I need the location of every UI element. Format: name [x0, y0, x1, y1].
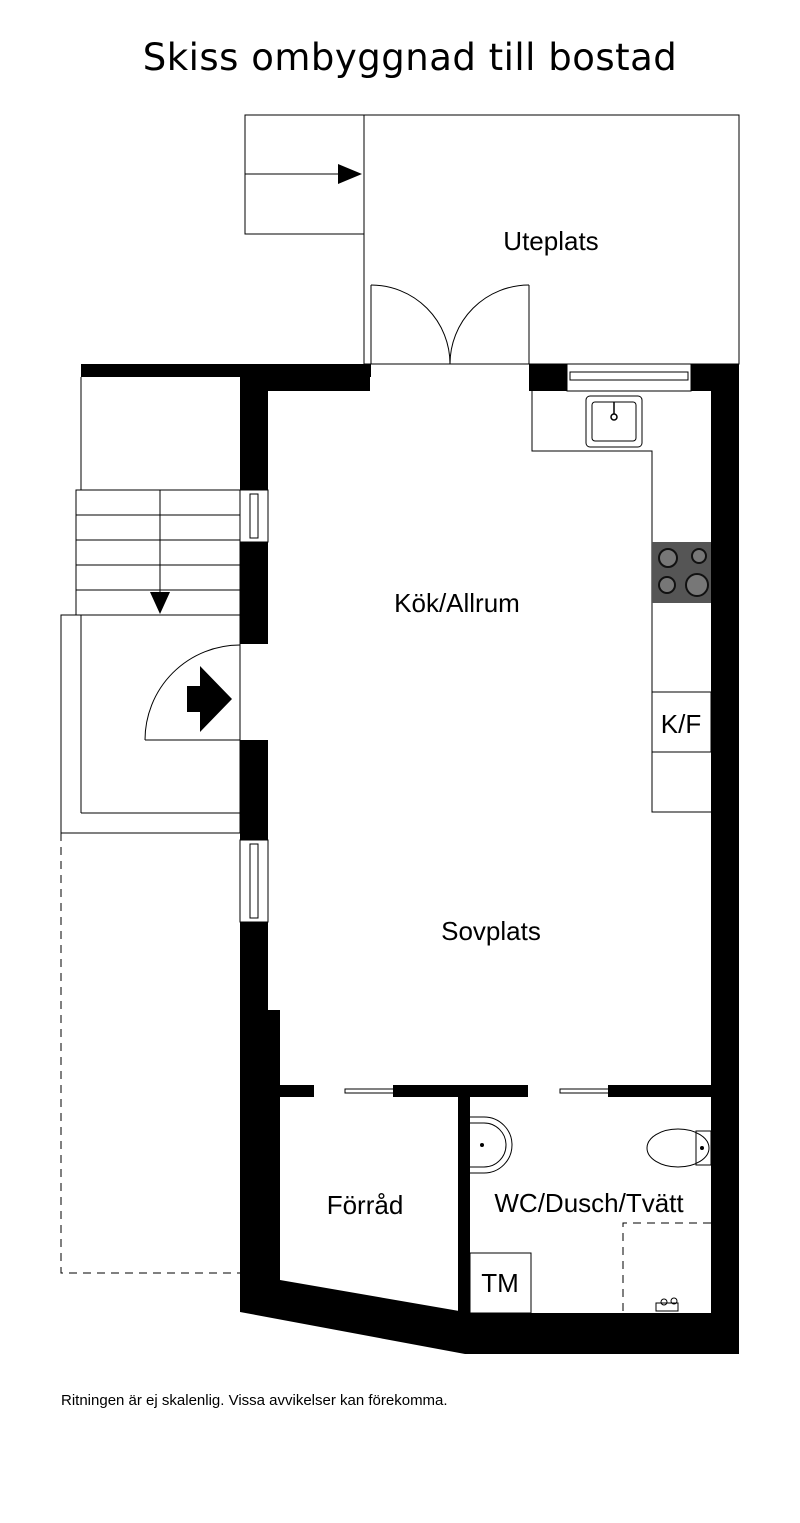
- room-label-sovplats: Sovplats: [441, 916, 541, 946]
- shower-area: [622, 1222, 711, 1313]
- plan-title: Skiss ombyggnad till bostad: [143, 36, 678, 79]
- dashed-outdoor-area: [60, 833, 240, 1274]
- sink-icon: [585, 395, 643, 448]
- entry-arrow-icon: [338, 164, 362, 184]
- stair-down-arrow-icon: [150, 592, 170, 614]
- sliding-door-forrad: [344, 1088, 426, 1094]
- room-label-kok-allrum: Kök/Allrum: [394, 588, 520, 618]
- entry-landing: [60, 614, 241, 834]
- exterior-walls: [81, 364, 739, 1354]
- washing-machine: [469, 1252, 532, 1314]
- window-top: [566, 363, 692, 392]
- label-kf: K/F: [661, 709, 701, 739]
- window-left-lower: [239, 839, 269, 923]
- toilet-icon: [646, 1128, 712, 1168]
- label-tm: TM: [481, 1268, 519, 1298]
- patio-double-door: [370, 284, 530, 365]
- patio-outline: [244, 114, 740, 365]
- kitchen-counter: [531, 391, 711, 813]
- disclaimer-text: Ritningen är ej skalenlig. Vissa avvikel…: [61, 1392, 448, 1409]
- washbasin-icon: [470, 1116, 513, 1174]
- room-label-uteplats: Uteplats: [503, 226, 598, 256]
- exterior-stairs: [75, 377, 241, 616]
- room-label-wc: WC/Dusch/Tvätt: [494, 1188, 684, 1218]
- window-left-upper: [239, 489, 269, 543]
- room-label-forrad: Förråd: [327, 1190, 404, 1220]
- fridge-freezer: [651, 691, 712, 753]
- stove-icon: [652, 542, 711, 603]
- sliding-door-wc: [559, 1088, 641, 1094]
- entrance-arrow-icon: [187, 666, 232, 732]
- shower-mixer-icon: [655, 1297, 679, 1312]
